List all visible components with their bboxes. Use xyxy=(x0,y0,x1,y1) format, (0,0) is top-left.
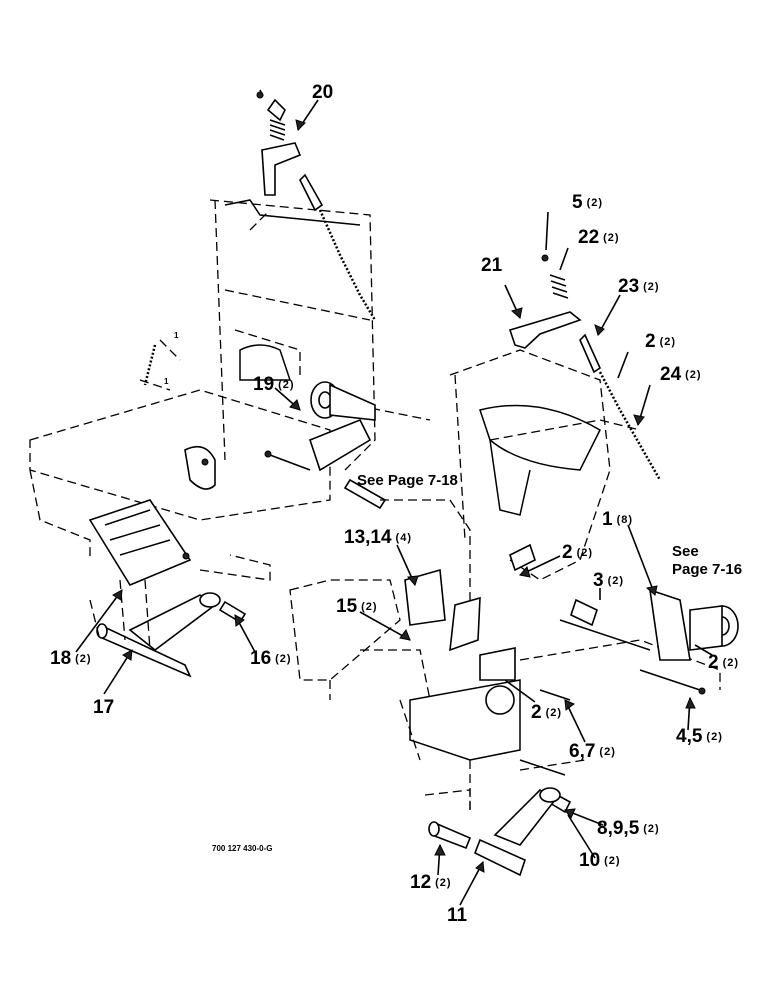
callout-6-7: 6,7(2) xyxy=(569,741,616,762)
callout-2-c: 2(2) xyxy=(531,702,562,723)
left-chain-assembly xyxy=(143,89,377,386)
callout-19: 19(2) xyxy=(253,374,295,395)
callout-22: 22(2) xyxy=(578,227,620,248)
callout-18: 18(2) xyxy=(50,648,92,669)
callout-10: 10(2) xyxy=(579,850,621,871)
callout-2-b: 2(2) xyxy=(562,542,593,563)
see-page-7-16-line2: Page 7-16 xyxy=(672,561,742,578)
callout-8-9-5: 8,9,5(2) xyxy=(597,818,660,839)
callout-23: 23(2) xyxy=(618,276,660,297)
leader-lines xyxy=(75,99,713,906)
callout-17: 17 xyxy=(93,697,114,718)
callout-5: 5(2) xyxy=(572,192,603,213)
left-mount-plate xyxy=(88,445,216,587)
left-frame xyxy=(29,199,431,560)
callout-20: 20 xyxy=(312,82,333,103)
callout-12: 12(2) xyxy=(410,872,452,893)
see-page-7-16-line1: See xyxy=(672,543,699,560)
callout-2-a: 2(2) xyxy=(645,331,676,352)
callout-21: 21 xyxy=(481,255,503,276)
callout-1: 1(8) xyxy=(602,509,633,530)
callout-11: 11 xyxy=(447,905,468,926)
callout-labels: 20 5(2) 22(2) 21 23(2) 2(2) 24(2) 19(2) … xyxy=(50,82,739,926)
right-frame xyxy=(289,349,721,810)
left-pivot-arm xyxy=(89,554,271,678)
callout-15: 15(2) xyxy=(336,596,378,617)
right-pivot-arm xyxy=(424,759,586,877)
callout-16: 16(2) xyxy=(250,648,292,669)
callout-2-d: 2(2) xyxy=(708,652,739,673)
see-page-7-18: See Page 7-18 xyxy=(357,472,458,489)
drawing-code: 700 127 430-0-G xyxy=(212,844,273,853)
small-mark-1b: 1 xyxy=(164,377,169,386)
left-bearing xyxy=(264,381,387,510)
callout-4-5: 4,5(2) xyxy=(676,726,723,747)
right-pivot-bearings xyxy=(404,543,739,814)
callout-24: 24(2) xyxy=(660,364,702,385)
callout-3: 3(2) xyxy=(593,570,624,591)
right-bracket-spring xyxy=(508,254,662,481)
reference-notes: See Page 7-18 See Page 7-16 700 127 430-… xyxy=(164,331,742,853)
small-mark-1a: 1 xyxy=(174,331,179,340)
callout-13-14: 13,14(4) xyxy=(344,527,412,548)
